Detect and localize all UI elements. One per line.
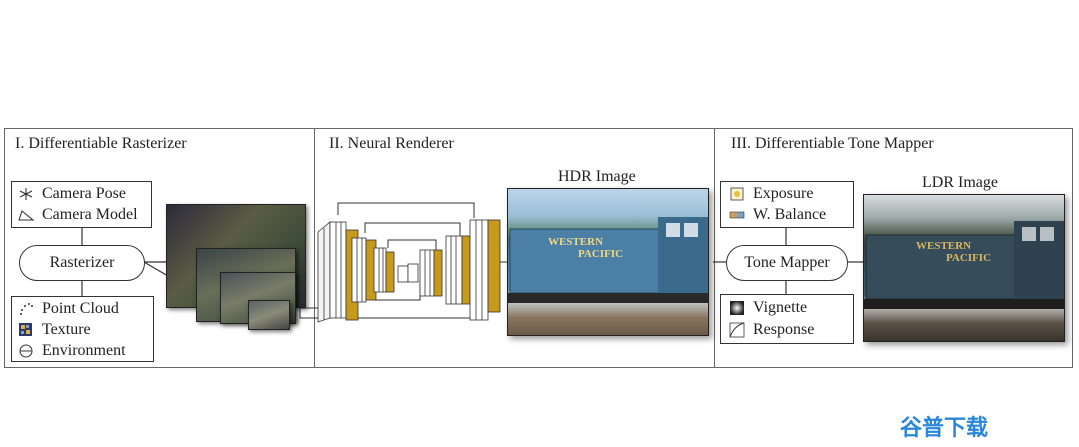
unet-block-encoder-2 — [351, 237, 377, 303]
camera-model-icon — [18, 208, 35, 222]
unet-block-encoder-3 — [373, 247, 395, 293]
camera-pose-label: Camera Pose — [42, 185, 126, 202]
response-label: Response — [753, 321, 815, 338]
unet-block-decoder-2 — [445, 235, 471, 305]
response-item: Response — [729, 321, 814, 339]
hdr-image: WESTERN PACIFIC — [507, 188, 709, 336]
texture-label: Texture — [42, 321, 91, 338]
tone-params-top-box: Exposure W. Balance — [720, 181, 854, 228]
exposure-icon — [729, 187, 745, 201]
vignette-label: Vignette — [753, 299, 808, 316]
unet-block-bottleneck — [397, 263, 419, 283]
exposure-label: Exposure — [753, 185, 814, 202]
panel-title: I. Differentiable Rasterizer — [15, 135, 187, 152]
camera-model-item: Camera Model — [18, 206, 138, 224]
scene-params-box: Point Cloud Texture Environment — [11, 296, 154, 362]
camera-pose-icon — [18, 187, 34, 201]
point-cloud-label: Point Cloud — [42, 300, 119, 317]
texture-item: Texture — [18, 321, 91, 339]
panel-title: III. Differentiable Tone Mapper — [731, 135, 934, 152]
vignette-item: Vignette — [729, 299, 807, 317]
environment-item: Environment — [18, 342, 126, 360]
response-icon — [729, 322, 745, 338]
photo-text-line2: PACIFIC — [946, 252, 991, 264]
hdr-image-label: HDR Image — [558, 168, 636, 185]
photo-text-line1: WESTERN — [548, 236, 603, 248]
ldr-image-label: LDR Image — [922, 174, 998, 191]
tone-params-bottom-box: Vignette Response — [720, 294, 854, 344]
white-balance-item: W. Balance — [729, 206, 826, 224]
unet-block-decoder-1 — [469, 219, 501, 321]
environment-icon — [18, 344, 34, 358]
tone-mapper-node: Tone Mapper — [726, 245, 848, 281]
photo-text-line2: PACIFIC — [578, 248, 623, 260]
white-balance-label: W. Balance — [753, 206, 827, 223]
environment-label: Environment — [42, 342, 126, 359]
point-cloud-item: Point Cloud — [18, 300, 119, 318]
unet-block-decoder-3 — [419, 249, 443, 297]
exposure-item: Exposure — [729, 185, 813, 203]
rasterized-layer — [248, 300, 290, 330]
panel-title: II. Neural Renderer — [329, 135, 454, 152]
camera-pose-item: Camera Pose — [18, 185, 126, 203]
photo-text-line1: WESTERN — [916, 240, 971, 252]
white-balance-icon — [729, 208, 745, 222]
rasterizer-node: Rasterizer — [19, 245, 145, 281]
camera-params-box: Camera Pose Camera Model — [11, 181, 152, 228]
texture-icon — [18, 323, 34, 337]
panel-tone-mapper: III. Differentiable Tone Mapper — [714, 128, 1073, 368]
watermark-logo: 谷普下载 — [900, 416, 989, 441]
point-cloud-icon — [18, 302, 34, 316]
ldr-image: WESTERN PACIFIC — [863, 194, 1065, 342]
camera-model-label: Camera Model — [42, 206, 138, 223]
vignette-icon — [729, 301, 745, 315]
